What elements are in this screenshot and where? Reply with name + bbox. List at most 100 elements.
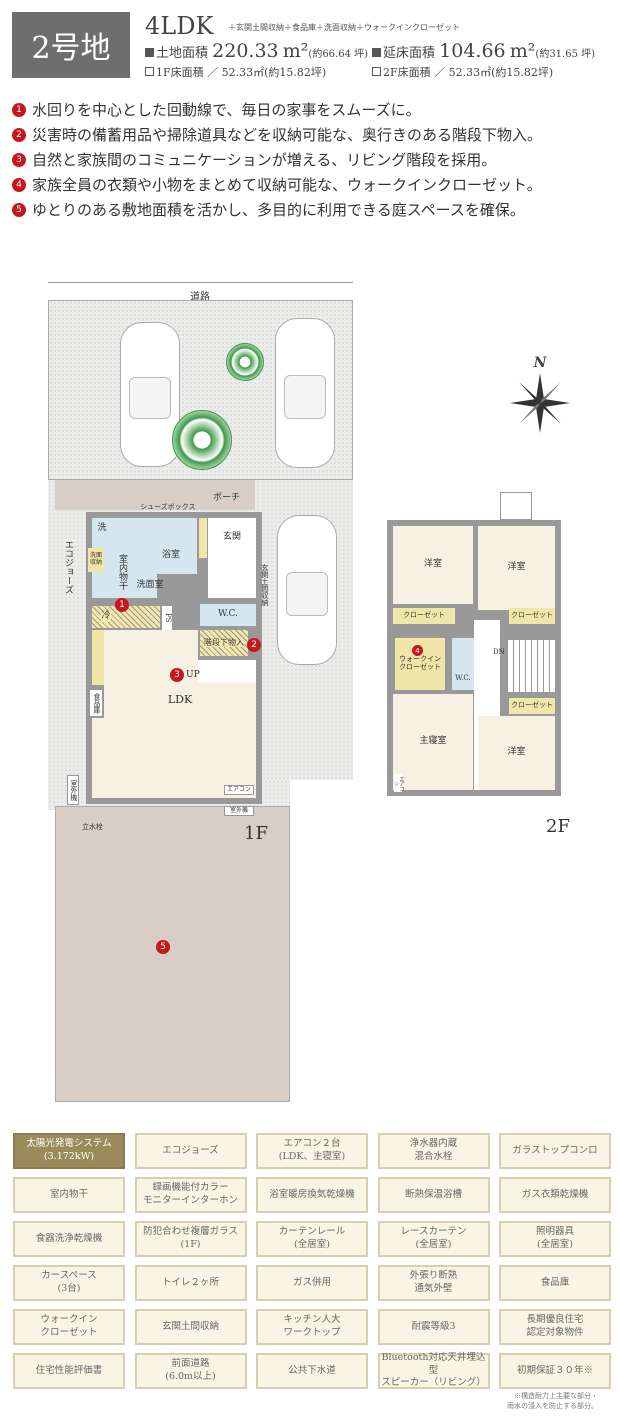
layout-type: 4LDK	[145, 12, 214, 40]
feature-item: カーテンレール (全居室)	[256, 1221, 368, 1257]
room-se: 洋室	[478, 716, 555, 790]
point-text: ゆとりのある敷地面積を活かし、多目的に利用できる庭スペースを確保。	[32, 201, 525, 219]
shoes-box	[199, 518, 207, 558]
feature-item: 太陽光発電システム (3.172kW)	[13, 1133, 125, 1169]
room-se-label: 洋室	[507, 747, 526, 758]
feature-item: ガス衣類乾燥機	[499, 1177, 611, 1213]
feature-item: Bluetooth対応天井埋込型 スピーカー（リビング）	[377, 1352, 490, 1389]
wc-2f: W.C.	[452, 638, 474, 690]
pantry: 食品庫	[90, 690, 102, 716]
floor2-area: 2F床面積 ／ 52.33㎡(約15.82坪)	[372, 64, 553, 80]
feature-item: レースカーテン (全居室)	[377, 1221, 490, 1257]
feature-item: 初期保証３０年※	[499, 1353, 611, 1389]
room-ne: 洋室	[478, 526, 555, 610]
point-text: 家族全員の衣類や小物をまとめて収納可能な、ウォークインクローゼット。	[32, 176, 542, 194]
feature-item: エアコン２台 (LDK、主寝室)	[256, 1133, 368, 1169]
floor-2f-label: 2F	[546, 816, 570, 837]
total-floor-area: 延床面積 104.66 m²(約31.65 坪)	[372, 40, 595, 62]
point-text: 災害時の備蓄用品や掃除道具などを収納可能な、奥行きのある階段下物入。	[32, 126, 543, 144]
tree-icon	[226, 343, 264, 381]
kitchen-counter: 冷	[92, 606, 160, 628]
indoor-dry-label: 室内物干	[116, 554, 127, 590]
lot-number: 2号地	[12, 12, 130, 78]
feature-item: ガス併用	[256, 1265, 368, 1301]
room-ne-label: 洋室	[507, 562, 526, 573]
room-nw: 洋室	[393, 526, 473, 604]
point-text: 自然と家族間のコミュニケーションが増える、リビング階段を採用。	[32, 151, 497, 169]
floor1-area: 1F床面積 ／ 52.33㎡(約15.82坪)	[145, 64, 326, 80]
wc-1f: W.C.	[200, 604, 256, 626]
feature-item: トイレ２ヶ所	[134, 1265, 247, 1301]
feature-point: 2 災害時の備蓄用品や掃除道具などを収納可能な、奥行きのある階段下物入。	[12, 124, 542, 145]
wic-label: ウォークインクローゼット	[399, 655, 441, 671]
washer-label: 洗	[97, 523, 107, 534]
tree-icon	[172, 410, 232, 470]
feature-item: 室内物干	[13, 1177, 125, 1213]
porch-label: ポーチ	[213, 493, 241, 503]
shoes-box-label: シューズボックス	[140, 503, 196, 511]
master-label: 主寝室	[419, 736, 447, 747]
aircon-2f: エアコン	[393, 774, 405, 792]
point-number: 3	[12, 152, 26, 167]
car-2	[275, 318, 335, 468]
bath-label: 浴室	[161, 550, 180, 561]
compass-icon: N	[508, 355, 572, 445]
ps-label: PS	[162, 606, 172, 630]
closet-se: クローゼット	[509, 698, 555, 714]
point-text: 水回りを中心とした回動線で、毎日の家事をスムーズに。	[32, 101, 421, 119]
walk-in-closet: ウォークインクローゼット	[395, 638, 445, 690]
land-area: 土地面積 220.33 m²(約66.64 坪)	[145, 40, 368, 62]
footnote: ※構造耐力上主要な部分・ 雨水の浸入を防止する部分。	[507, 1392, 598, 1410]
feature-item: 食器洗浄乾燥機	[13, 1221, 125, 1257]
feature-item: 食品庫	[499, 1265, 611, 1301]
garden-strip	[55, 480, 255, 510]
road-label: 道路	[190, 292, 210, 303]
feature-item: ガラストップコンロ	[499, 1133, 611, 1169]
under-stairs-storage: 階段下物入	[200, 630, 248, 656]
closet-label: クローゼット	[403, 611, 445, 620]
feature-item: 住宅性能評価書	[13, 1353, 125, 1389]
ldk-label: LDK	[167, 692, 193, 706]
point-5-marker: 5	[156, 940, 170, 954]
feature-point: 1 水回りを中心とした回動線で、毎日の家事をスムーズに。	[12, 99, 421, 120]
road	[48, 282, 353, 294]
room-nw-label: 洋室	[423, 559, 442, 570]
closet-nw: クローゼット	[393, 608, 455, 624]
feature-item: 浴室暖房換気乾燥機	[256, 1177, 368, 1213]
point-number: 4	[12, 177, 26, 192]
entrance-label: 玄関	[222, 532, 241, 543]
feature-item: 断熱保温浴槽	[377, 1177, 490, 1213]
washroom-label: 洗面室	[136, 580, 164, 591]
faucet-label: 立水栓	[82, 823, 103, 831]
feature-item: キッチン人大 ワークトップ	[256, 1309, 368, 1345]
point-3-marker: 3	[170, 668, 184, 682]
entrance-storage-label: 玄関土間収納	[260, 564, 269, 606]
entrance: 玄関	[208, 518, 256, 598]
feature-item: 耐震等級3	[377, 1309, 490, 1345]
feature-item: 玄関土間収納	[134, 1309, 247, 1345]
feature-item: 長期優良住宅 認定対象物件	[499, 1309, 611, 1345]
compass-north: N	[533, 355, 547, 371]
garden	[55, 806, 290, 1102]
feature-item: 外張り断熱 通気外壁	[377, 1265, 490, 1301]
fridge-label: 冷	[101, 611, 111, 622]
stairs	[198, 660, 256, 682]
point-number: 1	[12, 102, 26, 117]
floor-1f-label: 1F	[244, 823, 268, 844]
closet-label: クローゼット	[511, 611, 553, 620]
closet-ne: クローゼット	[509, 608, 555, 624]
feature-item: 防犯合わせ複層ガラス (1F)	[134, 1221, 247, 1257]
kitchen-side-storage	[92, 630, 104, 685]
feature-item: 前面道路 (6.0m以上)	[134, 1353, 247, 1389]
outdoor-unit-1: 室外機	[67, 775, 79, 805]
car-1	[120, 322, 180, 467]
point-4-marker: 4	[412, 645, 423, 656]
aircon-1f: エアコン	[224, 785, 254, 795]
car-3	[277, 515, 337, 665]
bathroom: 浴室	[145, 518, 197, 574]
point-2-marker: 2	[247, 638, 261, 652]
feature-item: 浄水器内蔵 混合水栓	[377, 1133, 490, 1169]
layout-extras: ＋玄関土間収納＋食品庫＋洗面収納＋ウォークインクローゼット	[228, 23, 460, 32]
feature-item: カースペース (3台)	[13, 1265, 125, 1301]
point-number: 2	[12, 127, 26, 142]
